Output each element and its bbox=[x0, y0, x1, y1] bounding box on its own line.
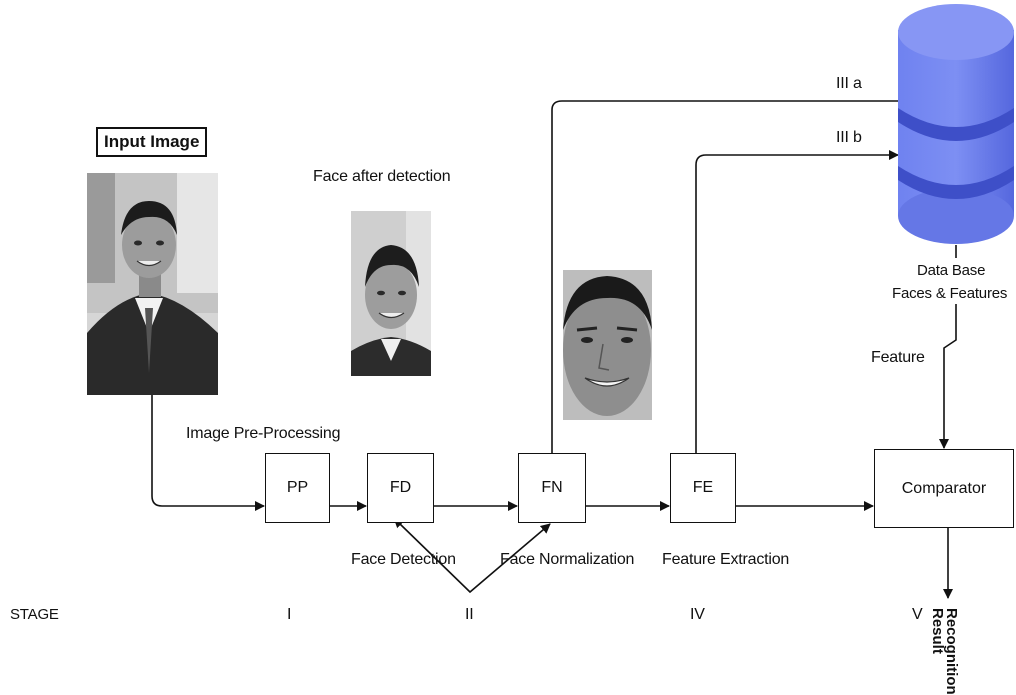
stage-5-label: V bbox=[912, 606, 923, 623]
comparator-block: Comparator bbox=[874, 449, 1014, 528]
fe-block: FE bbox=[670, 453, 736, 523]
recognition-result-line2: Result bbox=[929, 608, 946, 654]
face-after-detection-label: Face after detection bbox=[313, 168, 451, 185]
face-normalization-caption: Face Normalization bbox=[500, 551, 635, 568]
database-label-line1: Data Base bbox=[917, 262, 986, 279]
input-image-photo bbox=[87, 173, 218, 395]
database-icon bbox=[898, 4, 1014, 244]
iiia-label: III a bbox=[836, 75, 862, 92]
detected-face-photo bbox=[351, 211, 431, 376]
fn-block: FN bbox=[518, 453, 586, 523]
fd-block: FD bbox=[367, 453, 434, 523]
recognition-result-label: Recognition Result bbox=[929, 608, 960, 695]
stage-4-label: IV bbox=[690, 606, 705, 623]
recognition-result-line1: Recognition bbox=[943, 608, 960, 695]
stage-2-label: II bbox=[465, 606, 474, 623]
iiib-label: III b bbox=[836, 129, 862, 146]
arrow-fn-to-database bbox=[551, 96, 910, 487]
database-label-line2: Faces & Features bbox=[892, 285, 1008, 302]
face-detection-caption: Face Detection bbox=[351, 551, 456, 568]
pp-block: PP bbox=[265, 453, 330, 523]
arrow-input-to-pp bbox=[151, 395, 265, 511]
feature-extraction-caption: Feature Extraction bbox=[662, 551, 790, 568]
arrow-fe-to-database bbox=[695, 150, 899, 487]
connector-layer bbox=[151, 96, 957, 599]
arrow-fd-fn-feedback bbox=[393, 517, 551, 594]
normalized-face-photo bbox=[563, 270, 652, 420]
input-image-title: Input Image bbox=[96, 127, 208, 157]
stage-row-label: STAGE bbox=[10, 606, 59, 623]
stage-1-label: I bbox=[287, 606, 292, 623]
preprocessing-label: Image Pre-Processing bbox=[186, 425, 341, 442]
arrow-database-to-comparator bbox=[944, 245, 957, 448]
feature-label: Feature bbox=[871, 349, 925, 366]
